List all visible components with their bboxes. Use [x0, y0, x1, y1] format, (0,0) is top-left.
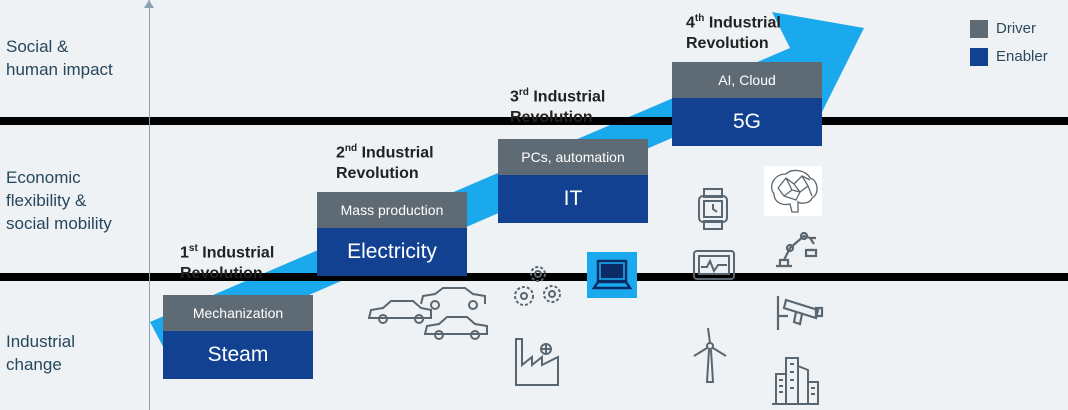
- revolution-2-ordinal: 2: [336, 144, 345, 162]
- security-camera-icon: [776, 296, 824, 330]
- cars-icon: [367, 287, 488, 340]
- tablet-icon: [693, 250, 735, 280]
- revolution-3-enabler: IT: [498, 175, 648, 223]
- revolution-1-title-word: Industrial: [202, 244, 275, 262]
- revolution-3-title-word: Industrial: [533, 88, 606, 106]
- revolution-1-driver: Mechanization: [163, 295, 313, 331]
- gears-icon: [514, 266, 561, 306]
- vertical-axis: [149, 0, 150, 410]
- legend-driver-label: Driver: [996, 20, 1036, 37]
- revolution-1-title: 1st Industrial Revolution: [180, 238, 274, 284]
- factory-icon: [515, 338, 559, 386]
- legend-enabler-swatch: [970, 48, 988, 66]
- revolution-2-title-word2: Revolution: [336, 165, 419, 183]
- legend-driver-swatch: [970, 20, 988, 38]
- brain-tile: [764, 166, 822, 216]
- revolution-1-box: Mechanization Steam: [163, 295, 313, 379]
- revolution-1-title-word2: Revolution: [180, 265, 263, 283]
- revolution-2-title-word: Industrial: [361, 144, 434, 162]
- brain-icon: [771, 169, 818, 213]
- row-label-industrial: Industrial change: [6, 332, 75, 374]
- revolution-1-ordinal: 1: [180, 244, 189, 262]
- revolution-4-suffix: th: [694, 13, 705, 24]
- row-label-economic: Economic flexibility & social mobility: [6, 168, 112, 233]
- axis-arrowhead: [144, 0, 154, 8]
- revolution-2-suffix: nd: [344, 143, 358, 154]
- city-buildings-icon: [772, 357, 819, 405]
- revolution-4-ordinal: 4: [686, 14, 695, 32]
- revolution-3-driver: PCs, automation: [498, 139, 648, 175]
- revolution-3-suffix: rd: [518, 87, 529, 98]
- revolution-1-suffix: st: [188, 243, 198, 254]
- revolution-2-driver: Mass production: [317, 192, 467, 228]
- revolution-4-title-word2: Revolution: [686, 35, 769, 53]
- revolution-3-box: PCs, automation IT: [498, 139, 648, 223]
- smartwatch-icon: [698, 188, 728, 230]
- revolution-2-enabler: Electricity: [317, 228, 467, 276]
- revolution-4-box: AI, Cloud 5G: [672, 62, 822, 146]
- revolution-2-box: Mass production Electricity: [317, 192, 467, 276]
- divider-band-bottom: [0, 273, 1068, 281]
- divider-band-top: [0, 117, 1068, 125]
- revolution-3-title-word2: Revolution: [510, 109, 593, 127]
- revolution-4-driver: AI, Cloud: [672, 62, 822, 98]
- revolution-4-title-word: Industrial: [708, 14, 781, 32]
- row-label-social: Social & human impact: [6, 37, 113, 79]
- wind-turbine-icon: [693, 327, 727, 383]
- revolution-2-title: 2nd Industrial Revolution: [336, 138, 434, 184]
- revolution-4-enabler: 5G: [672, 98, 822, 146]
- revolution-4-title: 4th Industrial Revolution: [686, 8, 781, 54]
- robot-arm-icon: [776, 231, 818, 268]
- revolution-3-title: 3rd Industrial Revolution: [510, 82, 605, 128]
- revolution-3-ordinal: 3: [510, 88, 519, 106]
- legend-enabler-label: Enabler: [996, 48, 1048, 65]
- laptop-icon: [591, 259, 633, 290]
- revolution-1-enabler: Steam: [163, 331, 313, 379]
